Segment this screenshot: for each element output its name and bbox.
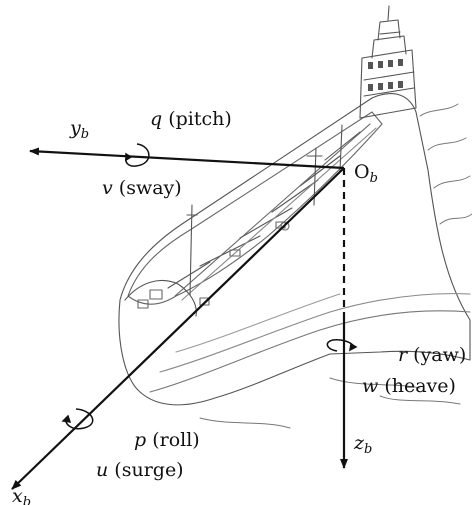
- ship-superstructure: [360, 6, 416, 118]
- pitch-label: q (pitch): [150, 108, 232, 130]
- heave-label: w (heave): [362, 375, 456, 397]
- yaw-label: r (yaw): [398, 344, 466, 366]
- y-axis-label: yb: [69, 117, 89, 142]
- y-axis-arrow: [30, 151, 344, 168]
- pitch-rotation-icon: [126, 144, 149, 166]
- ship-bow: [125, 281, 196, 316]
- origin-label: Ob: [354, 161, 378, 186]
- surge-label: u (surge): [96, 459, 184, 481]
- roll-label: p (roll): [134, 429, 200, 451]
- labels: yb q (pitch) v (sway) Ob r (yaw) w (heav…: [12, 108, 466, 505]
- z-axis-label: zb: [353, 432, 372, 457]
- yaw-rotation-icon: [327, 340, 356, 351]
- x-axis-label: xb: [12, 485, 31, 505]
- sway-label: v (sway): [102, 177, 182, 199]
